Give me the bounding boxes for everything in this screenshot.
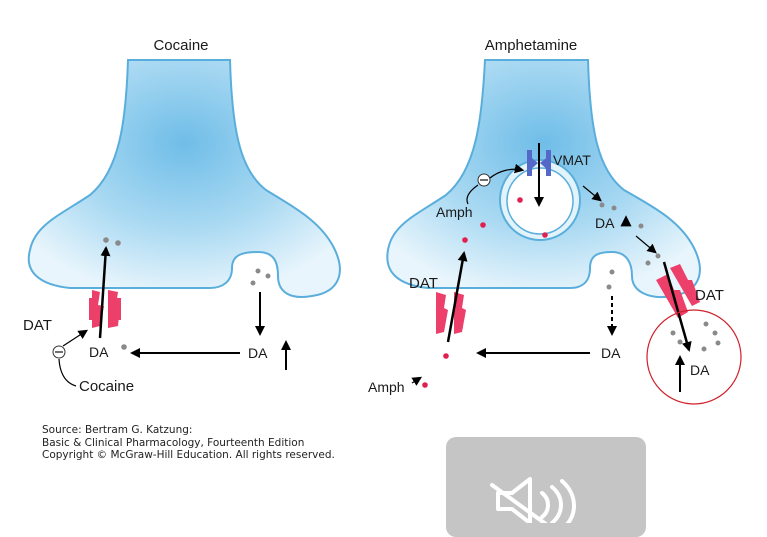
da-dot <box>712 330 718 336</box>
cocaine-synaptic-da-label: DA <box>248 345 268 361</box>
cocaine-panel: Cocaine DAT DA Cocaine DA <box>23 37 341 395</box>
speaker-muted-icon <box>490 477 576 531</box>
da-dot <box>121 344 127 350</box>
amph-dot <box>443 353 449 359</box>
da-dot <box>250 280 256 286</box>
da-dot <box>715 340 721 346</box>
amph-dot <box>462 237 468 243</box>
amph-da-out-label: DA <box>690 362 710 378</box>
source-line-3: Copyright © McGraw-Hill Education. All r… <box>42 449 335 461</box>
da-dot <box>638 223 644 229</box>
da-dot <box>115 240 121 246</box>
da-dot <box>609 269 615 275</box>
da-dot <box>611 205 617 211</box>
amph-dot <box>422 382 428 388</box>
da-dot <box>599 202 605 208</box>
amph-uptake-arrow <box>446 251 468 343</box>
da-dot <box>606 284 612 290</box>
amph-outside-label: Amph <box>368 379 405 395</box>
da-dot <box>670 330 676 336</box>
da-dot <box>265 273 271 279</box>
reverse-transport-arrow <box>662 261 692 352</box>
da-dot <box>701 346 707 352</box>
amphetamine-title: Amphetamine <box>485 37 578 54</box>
cocaine-presynaptic-neuron <box>27 59 341 298</box>
amphetamine-dat-left <box>436 292 466 334</box>
amphetamine-dat-right <box>656 264 700 318</box>
mute-overlay-button[interactable] <box>446 437 646 537</box>
da-dot <box>677 339 683 345</box>
amph-dat-left-label: DAT <box>409 275 438 292</box>
diagram-canvas: Cocaine DAT DA Cocaine DA <box>23 37 742 405</box>
cocaine-title: Cocaine <box>153 37 208 54</box>
source-line-2: Basic & Clinical Pharmacology, Fourteent… <box>42 436 305 449</box>
source-line-1: Source: Bertram G. Katzung: <box>42 424 193 436</box>
amph-synaptic-da-label: DA <box>601 345 621 361</box>
amph-dot <box>517 197 523 203</box>
da-dot <box>255 268 261 274</box>
cocaine-dat-transporter <box>89 290 121 328</box>
amph-dot <box>480 222 486 228</box>
amph-dot <box>542 232 548 238</box>
source-credit: Source: Bertram G. Katzung: Basic & Clin… <box>42 424 335 462</box>
amphetamine-panel: Amphetamine VMAT Amph DA <box>368 37 742 405</box>
da-dot <box>645 260 651 266</box>
cocaine-drug-label: Cocaine <box>79 378 134 395</box>
da-dot <box>103 237 109 243</box>
da-dot <box>655 253 661 259</box>
highlight-circle <box>646 309 742 405</box>
amph-da-cytosol-label: DA <box>595 215 615 231</box>
cocaine-reuptake-arrow <box>98 246 111 339</box>
cocaine-dat-label: DAT <box>23 317 52 334</box>
vmat-transporter <box>527 150 551 176</box>
amph-cytosol-label: Amph <box>436 204 473 220</box>
vmat-label: VMAT <box>553 152 591 168</box>
da-dot <box>703 321 709 327</box>
amph-dat-right-label: DAT <box>695 287 724 304</box>
amphetamine-inhibit-icon <box>477 173 491 187</box>
cocaine-da-label: DA <box>89 344 109 360</box>
cocaine-inhibit-icon <box>52 345 66 359</box>
